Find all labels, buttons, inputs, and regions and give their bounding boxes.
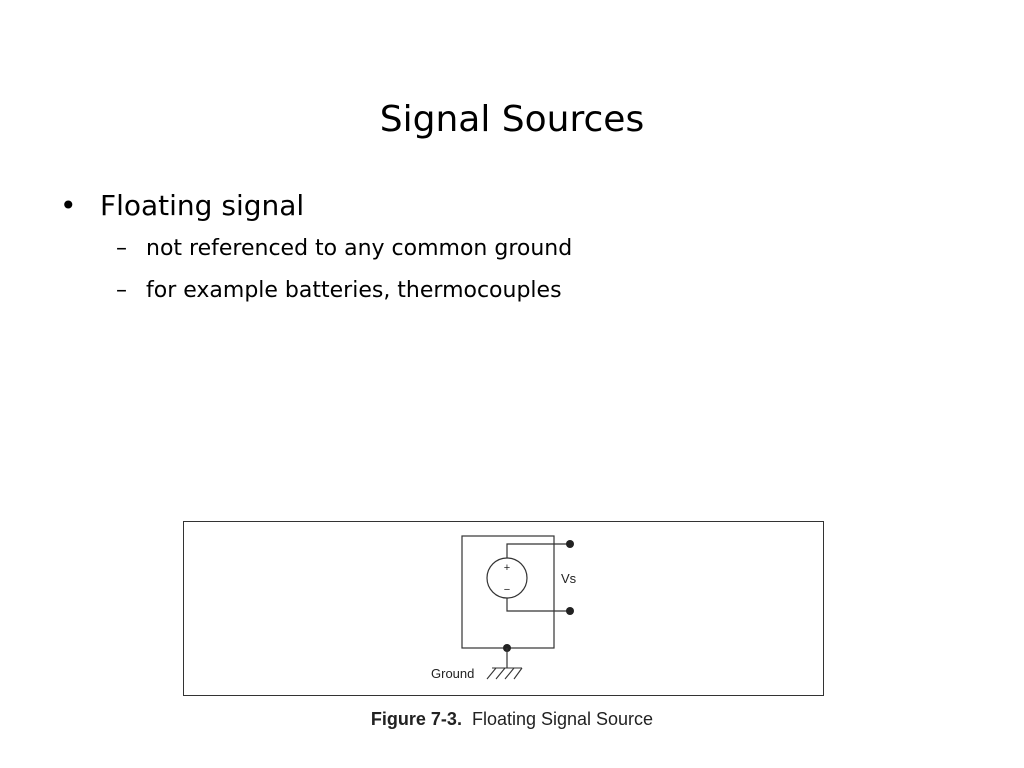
- figure-caption-text: Floating Signal Source: [471, 709, 654, 729]
- bullet-text: Floating signal: [100, 189, 305, 222]
- source-plus-sign: +: [504, 562, 510, 574]
- figure-number: Figure 7-3.: [370, 709, 462, 729]
- sub-bullet-marker: –: [116, 236, 127, 261]
- ground-symbol-icon: [486, 667, 523, 680]
- wire-bottom: [506, 598, 570, 612]
- terminal-top: [566, 540, 574, 548]
- figure-caption: Figure 7-3. Floating Signal Source: [0, 709, 1024, 730]
- wire-top: [506, 543, 570, 558]
- terminal-bottom: [566, 607, 574, 615]
- sub-bullet-text: for example batteries, thermocouples: [146, 278, 562, 303]
- ground-label: Ground: [431, 666, 474, 681]
- voltage-label: Vs: [561, 571, 577, 586]
- sub-bullet-text: not referenced to any common ground: [146, 236, 573, 261]
- slide-title: Signal Sources: [379, 99, 645, 141]
- sub-bullet-marker: –: [116, 278, 127, 303]
- figure-frame: [183, 521, 824, 696]
- source-minus-sign: −: [504, 584, 510, 596]
- bullet-marker: •: [60, 189, 77, 222]
